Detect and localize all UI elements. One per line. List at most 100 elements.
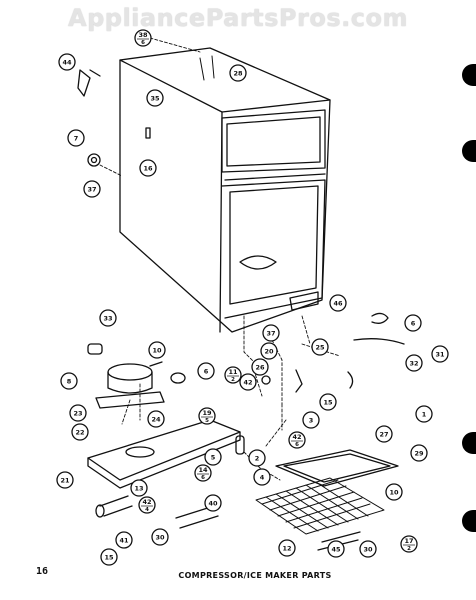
svg-text:25: 25 — [315, 344, 325, 352]
svg-text:45: 45 — [331, 546, 341, 554]
svg-text:28: 28 — [233, 70, 243, 78]
svg-text:35: 35 — [150, 95, 160, 103]
callout-42-4: 424 — [138, 496, 156, 514]
callout-13: 13 — [130, 479, 148, 497]
svg-text:46: 46 — [333, 300, 343, 308]
callout-8: 8 — [60, 372, 78, 390]
callout-6: 6 — [404, 314, 422, 332]
callout-35: 35 — [146, 89, 164, 107]
svg-text:2: 2 — [231, 377, 235, 383]
callout-16: 16 — [139, 159, 157, 177]
svg-text:30: 30 — [155, 534, 165, 542]
left-side-parts — [77, 69, 151, 167]
callout-33: 33 — [99, 309, 117, 327]
callout-25: 25 — [311, 338, 329, 356]
callout-5: 5 — [204, 448, 222, 466]
svg-text:6: 6 — [411, 320, 416, 328]
svg-text:31: 31 — [435, 351, 445, 359]
svg-text:4: 4 — [145, 507, 149, 513]
svg-text:38: 38 — [138, 31, 148, 39]
svg-text:21: 21 — [60, 477, 70, 485]
svg-text:10: 10 — [389, 489, 399, 497]
svg-text:41: 41 — [119, 537, 129, 545]
svg-text:37: 37 — [87, 186, 96, 194]
svg-text:40: 40 — [208, 500, 218, 508]
svg-text:5: 5 — [211, 454, 216, 462]
svg-text:2: 2 — [255, 455, 260, 463]
svg-text:30: 30 — [363, 546, 373, 554]
callout-29: 29 — [410, 444, 428, 462]
site-watermark: AppliancePartsPros.com — [68, 4, 408, 32]
svg-text:4: 4 — [260, 474, 265, 482]
svg-text:6: 6 — [295, 442, 299, 448]
page-number: 16 — [36, 566, 49, 577]
callout-11-2: 112 — [224, 366, 242, 384]
svg-text:17: 17 — [404, 537, 413, 545]
svg-text:15: 15 — [323, 399, 333, 407]
svg-text:26: 26 — [255, 364, 265, 372]
svg-text:6: 6 — [201, 475, 205, 481]
svg-text:10: 10 — [152, 347, 162, 355]
callout-17-2: 172 — [400, 535, 418, 553]
svg-text:11: 11 — [228, 368, 238, 376]
svg-text:44: 44 — [62, 59, 72, 67]
callout-37: 37 — [83, 180, 101, 198]
svg-text:14: 14 — [198, 466, 208, 474]
svg-text:42: 42 — [142, 498, 151, 506]
callout-27: 27 — [375, 425, 393, 443]
binder-hole — [462, 140, 476, 162]
callout-3: 3 — [302, 411, 320, 429]
base-pan-drawing — [87, 419, 241, 489]
svg-text:20: 20 — [264, 348, 274, 356]
drip-tray-drawing — [275, 449, 399, 487]
svg-text:22: 22 — [75, 429, 84, 437]
svg-text:13: 13 — [134, 485, 143, 493]
diagram-caption: COMPRESSOR/ICE MAKER PARTS — [178, 571, 332, 580]
svg-text:42: 42 — [243, 379, 252, 387]
callout-21: 21 — [56, 471, 74, 489]
callout-2: 2 — [248, 449, 266, 467]
svg-text:19: 19 — [202, 409, 212, 417]
leader-lines — [99, 37, 341, 481]
svg-text:8: 8 — [67, 378, 72, 386]
callout-45: 45 — [327, 540, 345, 558]
callout-24: 24 — [147, 410, 165, 428]
svg-text:23: 23 — [73, 410, 82, 418]
callout-38-6: 386 — [134, 29, 152, 47]
svg-text:37: 37 — [266, 330, 275, 338]
callout-41: 41 — [115, 531, 133, 549]
svg-text:6: 6 — [204, 368, 209, 376]
callout-7: 7 — [67, 129, 85, 147]
callout-40: 40 — [204, 494, 222, 512]
svg-text:6: 6 — [141, 40, 145, 46]
callout-31: 31 — [431, 345, 449, 363]
compressor-drawing — [87, 343, 186, 409]
callout-4: 4 — [253, 468, 271, 486]
svg-text:1: 1 — [422, 411, 427, 419]
callout-6: 6 — [197, 362, 215, 380]
svg-text:3: 3 — [309, 417, 314, 425]
callout-1: 1 — [415, 405, 433, 423]
callout-10: 10 — [148, 341, 166, 359]
callout-42: 42 — [239, 373, 257, 391]
callout-32: 32 — [405, 354, 423, 372]
svg-text:32: 32 — [409, 360, 418, 368]
callout-15: 15 — [100, 548, 118, 566]
callout-37: 37 — [262, 324, 280, 342]
binder-hole — [462, 510, 476, 532]
callout-28: 28 — [229, 64, 247, 82]
callout-12: 12 — [278, 539, 296, 557]
svg-text:42: 42 — [292, 433, 301, 441]
svg-text:12: 12 — [282, 545, 291, 553]
svg-text:2: 2 — [407, 546, 411, 552]
callout-19-5: 195 — [198, 407, 216, 425]
svg-text:24: 24 — [151, 416, 161, 424]
callout-44: 44 — [58, 53, 76, 71]
callout-30: 30 — [359, 540, 377, 558]
svg-text:29: 29 — [414, 450, 424, 458]
callout-23: 23 — [69, 404, 87, 422]
callout-30: 30 — [151, 528, 169, 546]
svg-text:15: 15 — [104, 554, 114, 562]
